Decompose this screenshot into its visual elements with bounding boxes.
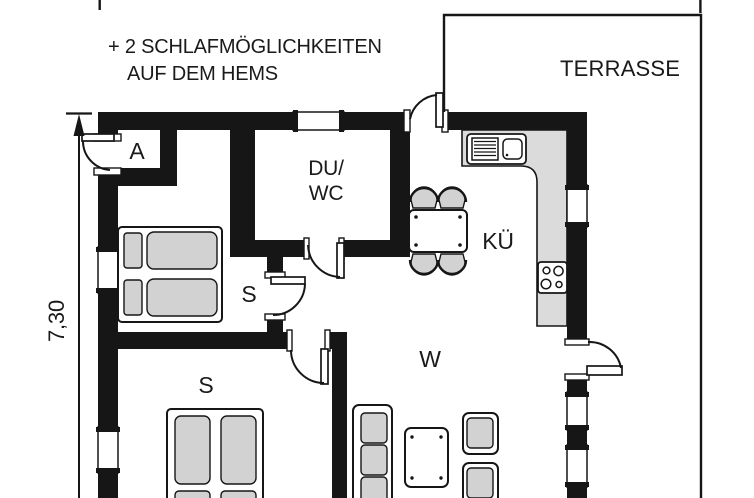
wall-top-left [98, 112, 293, 130]
wall-left-2 [98, 170, 118, 247]
terrace-label: TERRASSE [560, 56, 681, 81]
room-label-shower-wc: DU/ WC [298, 156, 354, 206]
wall-right-5 [567, 487, 587, 498]
dimension-line-left [66, 112, 92, 498]
wall-top-right [444, 112, 587, 130]
dimension-tick-top-right [699, 0, 702, 13]
dimension-height-label: 7,30 [44, 299, 69, 343]
wall-right-2 [567, 227, 587, 342]
bath-door [303, 237, 345, 279]
stove [537, 261, 568, 294]
coffee-table [404, 427, 449, 488]
window-kitchen [565, 184, 589, 228]
sofa [352, 404, 393, 498]
armchair-2 [462, 462, 499, 498]
doors [81, 92, 623, 385]
window-living-1 [565, 391, 589, 431]
dimension-arrow-up [73, 114, 85, 136]
hems-note-line2: AUF DEM HEMS [127, 63, 278, 85]
wall-bedroom2-living [332, 332, 347, 498]
dimension-tick-top-left [98, 0, 101, 10]
wall-bedrooms-divider [98, 332, 290, 349]
dining-table [408, 209, 468, 253]
hems-note-line1: + 2 SCHLAFMÖGLICHKEITEN [108, 36, 382, 58]
wall-left-1 [98, 112, 118, 140]
terrace-door-living [564, 338, 623, 381]
room-label-entry: A [129, 138, 145, 164]
room-label-du: DU/ [308, 157, 344, 180]
sink-unit [466, 133, 527, 165]
bedroom2-door [286, 329, 331, 385]
wall-top-mid [344, 112, 409, 130]
hems-note: + 2 SCHLAFMÖGLICHKEITEN AUF DEM HEMS [108, 34, 382, 88]
dining-chair-1 [408, 186, 440, 209]
wall-bedroom1-door-top [267, 240, 283, 275]
window-bedroom2 [96, 426, 120, 474]
window-living-2 [565, 444, 589, 488]
wall-right-3 [567, 377, 587, 392]
room-label-wc: WC [308, 182, 344, 205]
dining-chair-3 [408, 253, 440, 276]
wall-entry-bottom [118, 168, 177, 186]
wall-bath-bottom-2 [341, 240, 410, 257]
terrace-door-top [403, 92, 449, 133]
window-bath [292, 110, 345, 132]
wall-bath-right [390, 130, 410, 257]
dining-chair-4 [436, 253, 468, 276]
sink-drain [505, 153, 509, 157]
window-bedroom1 [96, 246, 120, 294]
dining-set [408, 186, 468, 276]
wall-left-4 [98, 473, 118, 498]
room-label-living: W [419, 346, 441, 372]
double-bed-1 [117, 226, 223, 323]
wall-right-4 [567, 430, 587, 445]
walls [98, 112, 587, 498]
entrance-door [81, 133, 122, 176]
double-bed-2 [166, 408, 264, 498]
terrace-outline [442, 13, 703, 498]
wall-bath-left [230, 130, 255, 257]
wall-left-3 [98, 293, 118, 427]
wall-right-1 [567, 112, 587, 185]
dining-chair-2 [436, 186, 468, 209]
windows [96, 110, 589, 488]
room-label-bedroom1: S [241, 281, 257, 307]
room-label-bedroom2: S [198, 372, 214, 398]
room-label-kitchen: KÜ [482, 228, 514, 254]
bedroom1-door [264, 271, 306, 321]
armchair-1 [462, 412, 499, 455]
